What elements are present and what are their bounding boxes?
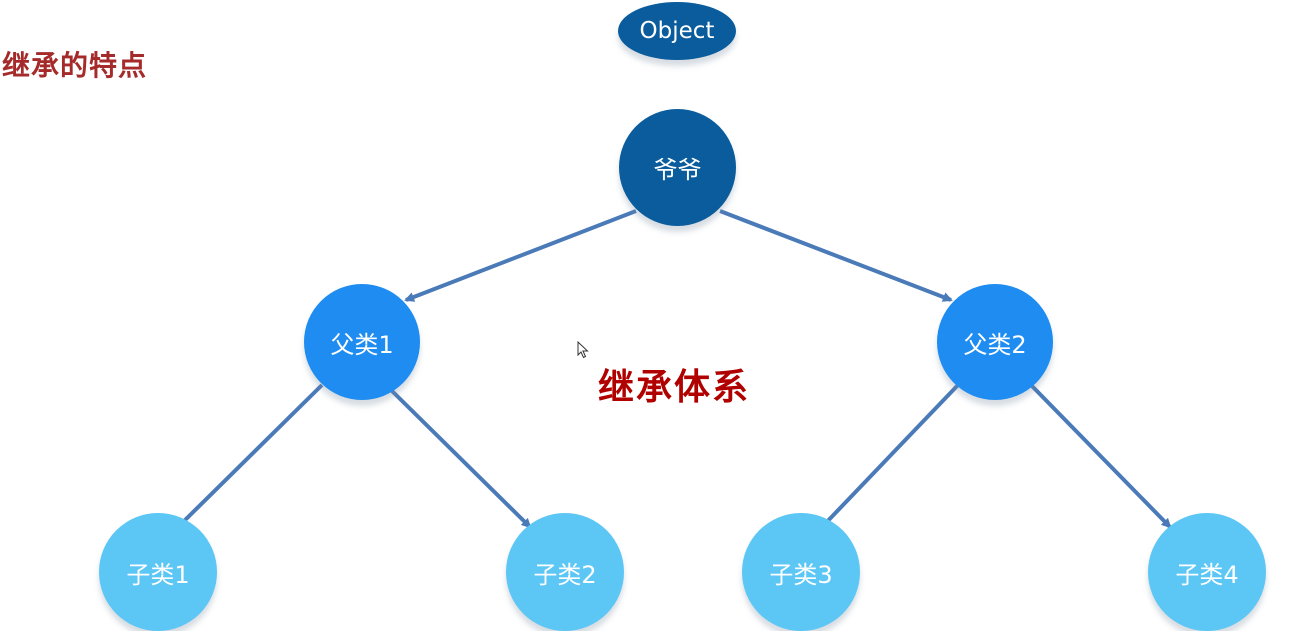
edge-grandpa-parent2 bbox=[719, 209, 953, 302]
edge-parent2-child4 bbox=[1029, 383, 1172, 529]
mouse-pointer-icon bbox=[577, 341, 589, 359]
node-child4: 子类4 bbox=[1148, 513, 1266, 631]
node-child1-label: 子类1 bbox=[126, 560, 190, 589]
edge-grandpa-parent1 bbox=[404, 209, 637, 302]
node-parent2: 父类2 bbox=[937, 284, 1053, 400]
edge-parent1-child2 bbox=[388, 387, 532, 529]
page-title: 继承的特点 bbox=[2, 49, 148, 82]
node-grandpa-label: 爷爷 bbox=[653, 156, 702, 184]
node-child4-label: 子类4 bbox=[1175, 560, 1239, 589]
inheritance-caption: 继承体系 bbox=[598, 367, 751, 408]
node-child2-label: 子类2 bbox=[533, 560, 597, 589]
node-child3: 子类3 bbox=[742, 513, 860, 631]
node-grandpa: 爷爷 bbox=[619, 109, 736, 226]
edge-parent2-child3 bbox=[820, 383, 960, 529]
node-child1: 子类1 bbox=[99, 513, 217, 631]
node-parent1: 父类1 bbox=[304, 284, 420, 400]
node-child2: 子类2 bbox=[506, 513, 624, 631]
node-object-label: Object bbox=[639, 18, 715, 44]
node-parent1-label: 父类1 bbox=[330, 330, 394, 359]
node-object: Object bbox=[618, 2, 736, 60]
node-child3-label: 子类3 bbox=[769, 560, 833, 589]
node-parent2-label: 父类2 bbox=[963, 330, 1027, 359]
edge-parent1-child1 bbox=[176, 383, 324, 529]
